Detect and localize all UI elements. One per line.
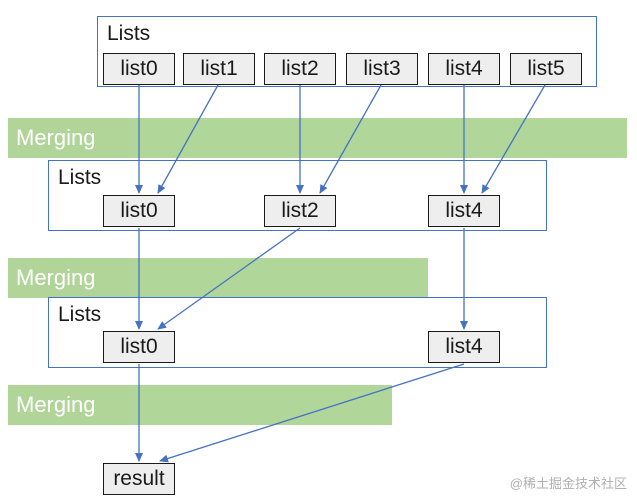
merge2-node-list4: list4 [428, 331, 500, 363]
merging-band-3: Merging [8, 385, 392, 425]
merge1-node-list4: list4 [428, 195, 500, 227]
result-node: result [103, 463, 175, 495]
top-lists-container: Lists [97, 16, 597, 87]
arrow-list1-to-merge1-list0 [157, 84, 219, 194]
top-lists-label: Lists [107, 22, 151, 45]
watermark: @稀土掘金技术社区 [509, 476, 627, 491]
top-node-list0: list0 [103, 53, 175, 85]
arrow-m1list2-to-m2list0 [157, 227, 301, 330]
merging-label-2: Merging [16, 265, 96, 290]
merge1-node-list0: list0 [103, 195, 175, 227]
merging-label-3: Merging [16, 392, 96, 417]
merge2-lists-container: Lists [48, 297, 547, 368]
arrow-list5-to-merge1-list4 [481, 84, 546, 194]
merge2-node-list0: list0 [103, 331, 175, 363]
merge1-lists-label: Lists [58, 166, 102, 189]
top-node-list5: list5 [510, 53, 582, 85]
arrow-list3-to-merge1-list2 [319, 84, 382, 194]
merging-label-1: Merging [16, 125, 96, 150]
merge1-node-list2: list2 [264, 195, 336, 227]
top-node-list3: list3 [346, 53, 418, 85]
top-node-list4: list4 [428, 53, 500, 85]
arrow-m2list4-to-result [159, 363, 465, 463]
merging-band-2: Merging [8, 258, 428, 298]
merging-band-1: Merging [8, 118, 627, 158]
top-node-list2: list2 [264, 53, 336, 85]
top-node-list1: list1 [183, 53, 255, 85]
merge2-lists-label: Lists [58, 303, 102, 326]
